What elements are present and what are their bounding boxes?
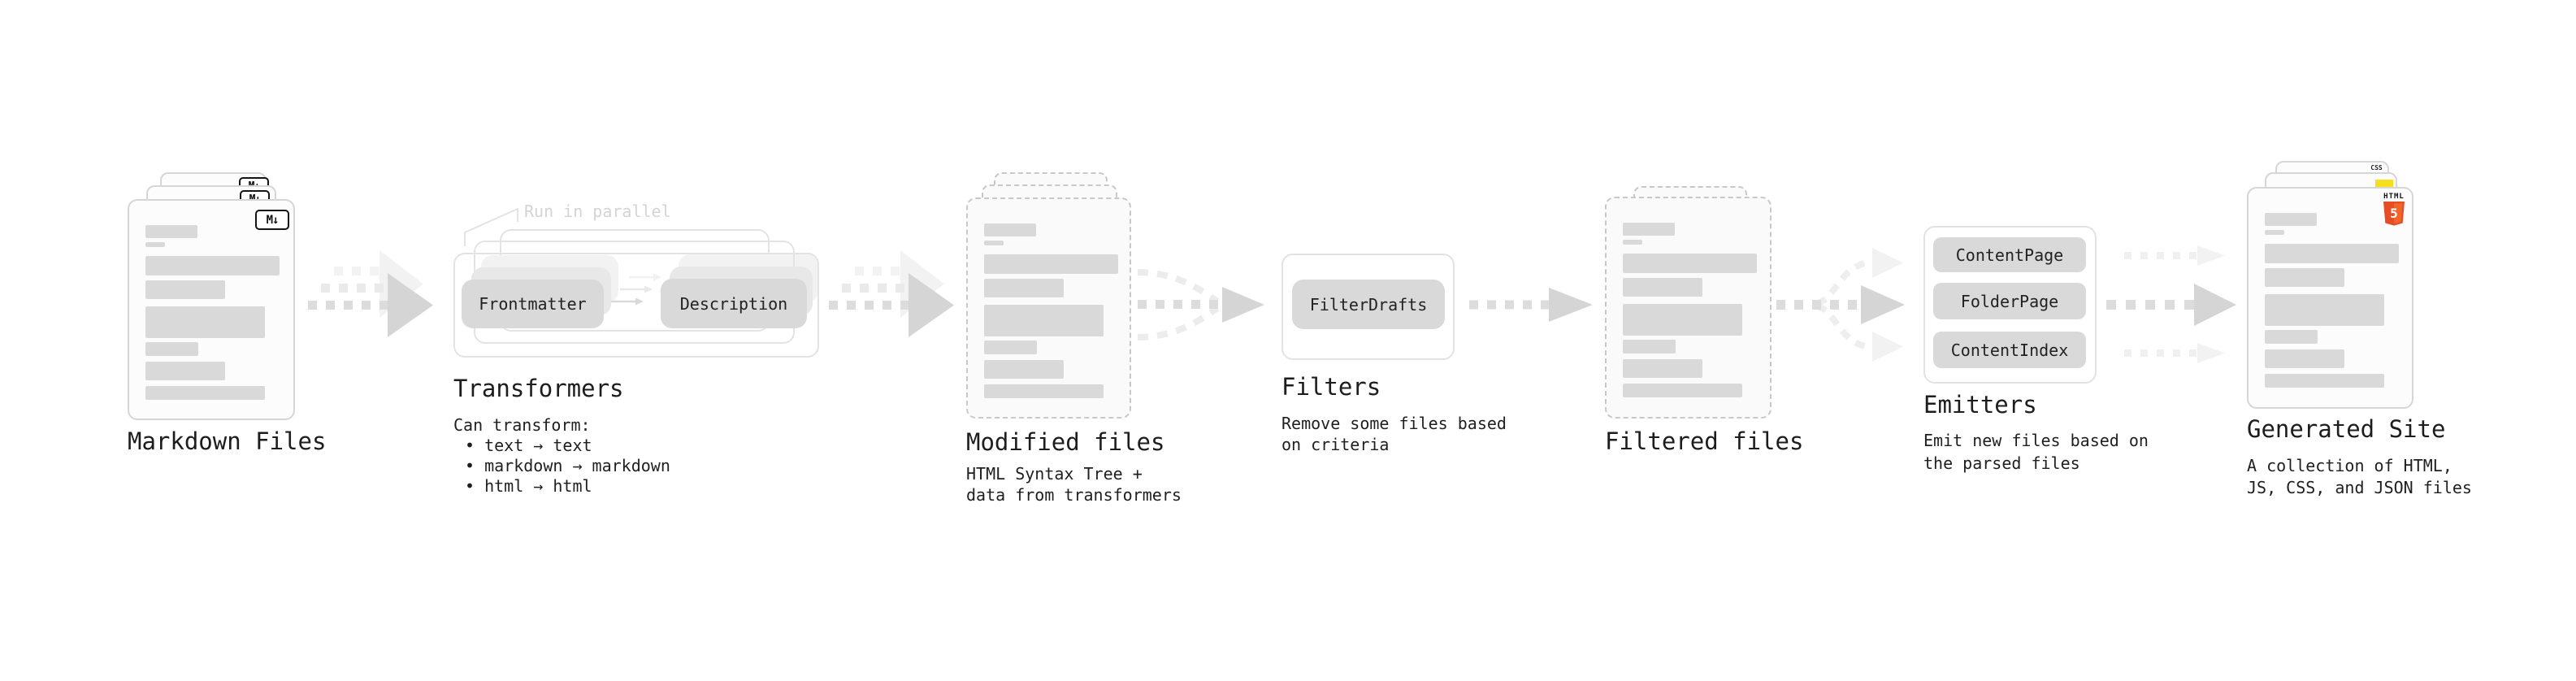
transformer-output-pill: Description <box>661 279 807 328</box>
emitter-pill-content-page: ContentPage <box>1933 237 2086 272</box>
doc-content-bar <box>145 306 265 338</box>
stage-label-transformers: Transformers <box>453 375 624 402</box>
html5-number: 5 <box>2390 206 2398 221</box>
doc-content-bar <box>145 386 265 400</box>
transformers-description-title: Can transform: <box>453 415 591 435</box>
doc-content-bar <box>984 384 1104 398</box>
emitters-description: Emit new files based on <box>1923 431 2149 450</box>
doc-content-bar <box>145 342 198 356</box>
doc-content-bar <box>145 225 197 238</box>
transformer-parallel-arrows <box>611 271 663 313</box>
doc-content-bar <box>1623 384 1742 397</box>
generated-site-card: HTML 5 <box>2247 187 2413 409</box>
modified-file-card <box>966 197 1131 419</box>
doc-content-bar <box>2265 213 2317 226</box>
doc-content-bar <box>2265 374 2384 388</box>
transformer-input-pill: Frontmatter <box>462 280 604 328</box>
doc-content-bar <box>145 280 225 299</box>
doc-content-bar <box>2265 349 2344 368</box>
markdown-icon: M↓ <box>255 210 289 230</box>
stage-label-markdown-files: Markdown Files <box>128 427 327 455</box>
transformers-bullet: text → text <box>465 436 592 455</box>
doc-content-bar <box>2265 244 2399 263</box>
transformers-bullet: markdown → markdown <box>465 456 670 475</box>
arrow-markdown-to-transformers <box>305 237 436 343</box>
filtered-file-card <box>1605 197 1772 419</box>
arrow-transformers-to-modified <box>826 237 957 343</box>
generated-site-description: JS, CSS, and JSON files <box>2247 478 2472 497</box>
stage-label-modified-files: Modified files <box>966 428 1165 456</box>
stage-label-filters: Filters <box>1281 373 1381 401</box>
stage-label-emitters: Emitters <box>1923 391 2037 419</box>
filters-description: Remove some files based <box>1281 414 1507 433</box>
doc-content-bar <box>1623 359 1702 378</box>
arrow-modified-to-filters-merge <box>1136 264 1274 345</box>
doc-content-bar <box>2265 230 2284 235</box>
run-in-parallel-note: Run in parallel <box>524 202 671 221</box>
modified-files-description: data from transformers <box>966 485 1182 505</box>
doc-content-bar <box>145 256 280 275</box>
doc-content-bar <box>1623 340 1676 354</box>
filters-description: on criteria <box>1281 435 1390 454</box>
doc-content-bar <box>1623 223 1675 236</box>
arrow-filters-to-filtered <box>1468 284 1596 325</box>
emitters-description: the parsed files <box>1923 453 2080 473</box>
doc-content-bar <box>984 340 1037 354</box>
emitter-pill-content-index: ContentIndex <box>1933 332 2086 368</box>
doc-content-bar <box>1623 304 1742 336</box>
generated-site-description: A collection of HTML, <box>2247 456 2452 475</box>
stage-label-filtered-files: Filtered files <box>1605 427 1804 455</box>
doc-content-bar <box>145 362 225 380</box>
filter-drafts-pill: FilterDrafts <box>1292 280 1445 329</box>
arrow-filtered-to-emitters-fork <box>1776 240 1919 370</box>
doc-content-bar <box>145 242 165 247</box>
stage-label-generated-site: Generated Site <box>2247 415 2446 443</box>
doc-content-bar <box>1623 240 1642 245</box>
doc-content-bar <box>1623 278 1702 297</box>
arrow-emitters-to-generated-triple <box>2105 244 2239 366</box>
javascript-icon <box>2375 180 2393 189</box>
modified-files-description: HTML Syntax Tree + <box>966 464 1143 484</box>
run-in-parallel-callout-line <box>459 203 524 252</box>
transformer-box <box>453 253 819 358</box>
doc-content-bar <box>1623 254 1757 273</box>
doc-content-bar <box>2265 330 2318 344</box>
transformers-bullet: html → html <box>465 476 592 496</box>
doc-content-bar <box>984 305 1104 336</box>
doc-content-bar <box>984 223 1036 236</box>
markdown-file-card: M↓ <box>128 199 295 420</box>
emitter-pill-folder-page: FolderPage <box>1933 283 2086 319</box>
html5-icon: HTML 5 <box>2383 193 2405 226</box>
doc-content-bar <box>984 360 1064 379</box>
doc-content-bar <box>2265 294 2384 326</box>
doc-content-bar <box>984 254 1118 274</box>
doc-content-bar <box>984 279 1064 297</box>
doc-content-bar <box>984 241 1004 245</box>
doc-content-bar <box>2265 268 2344 287</box>
